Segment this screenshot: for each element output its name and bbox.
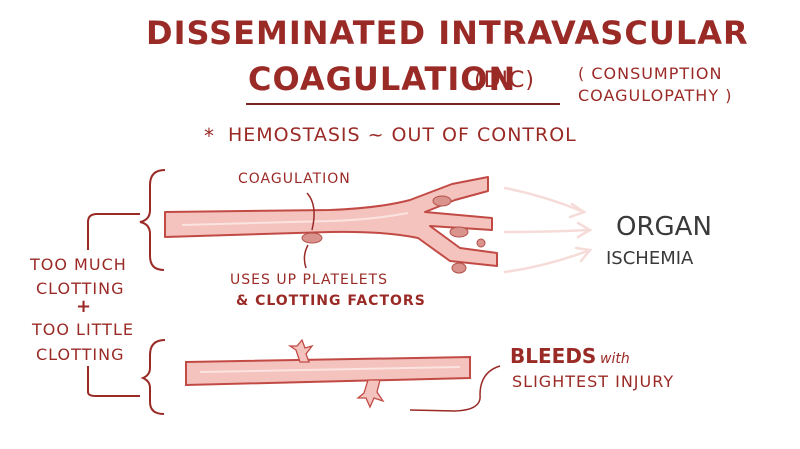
bleed-splash xyxy=(287,338,314,363)
too-little-connector xyxy=(87,366,140,397)
upper-vessel-bracket xyxy=(139,169,166,271)
alternate-name-line-1: ( Consumption xyxy=(578,64,723,83)
slightest-injury-label: slightest injury xyxy=(512,372,675,391)
uses-up-label-line-1: uses up platelets xyxy=(230,272,388,288)
too-much-connector xyxy=(87,213,140,250)
organ-label: Organ xyxy=(616,212,712,242)
brackets xyxy=(87,169,166,415)
title-line-1: Disseminated Intravascular xyxy=(146,14,749,52)
lower-vessel xyxy=(185,338,501,412)
asterisk-icon: * xyxy=(204,124,214,148)
flow-arrow xyxy=(503,186,586,214)
flow-arrowhead xyxy=(576,221,593,239)
plus-sign: + xyxy=(76,296,92,317)
bleeds-with-label: with xyxy=(600,351,630,367)
too-much-label-line-2: clotting xyxy=(36,279,125,298)
vessel-body xyxy=(185,355,471,387)
clot xyxy=(451,262,467,274)
lower-vessel-bracket xyxy=(140,339,166,415)
flow-arrow xyxy=(503,228,592,234)
clot xyxy=(301,232,323,244)
bleeds-label: Bleeds xyxy=(510,344,597,368)
too-little-label-line-1: Too little xyxy=(32,320,134,339)
clot xyxy=(449,226,469,238)
subtitle: Hemostasis ~ out of control xyxy=(228,124,577,146)
coagulation-pointer xyxy=(306,192,315,231)
bleed-splash xyxy=(356,379,385,409)
bleeds-pointer xyxy=(409,365,501,412)
flow-arrowhead xyxy=(574,246,593,263)
title-line-2: Coagulation xyxy=(248,60,517,98)
title-abbreviation: (DIC) xyxy=(474,68,535,93)
clot xyxy=(432,195,452,207)
vessel-highlight xyxy=(199,366,461,373)
vessel-highlight xyxy=(181,212,409,226)
ischemia-label: Ischemia xyxy=(606,248,694,269)
branching-vessel xyxy=(164,176,498,274)
alternate-name-line-2: Coagulopathy ) xyxy=(578,86,733,105)
flow-arrow xyxy=(503,248,592,274)
flow-arrowhead xyxy=(568,202,587,219)
coagulation-label: Coagulation xyxy=(238,171,351,187)
too-much-label-line-1: Too much xyxy=(30,255,127,274)
clot xyxy=(476,238,486,248)
uses-up-pointer xyxy=(303,244,309,269)
too-little-label-line-2: clotting xyxy=(36,345,125,364)
flow-arrows xyxy=(503,186,593,274)
uses-up-label-line-2: & clotting factors xyxy=(236,293,426,309)
